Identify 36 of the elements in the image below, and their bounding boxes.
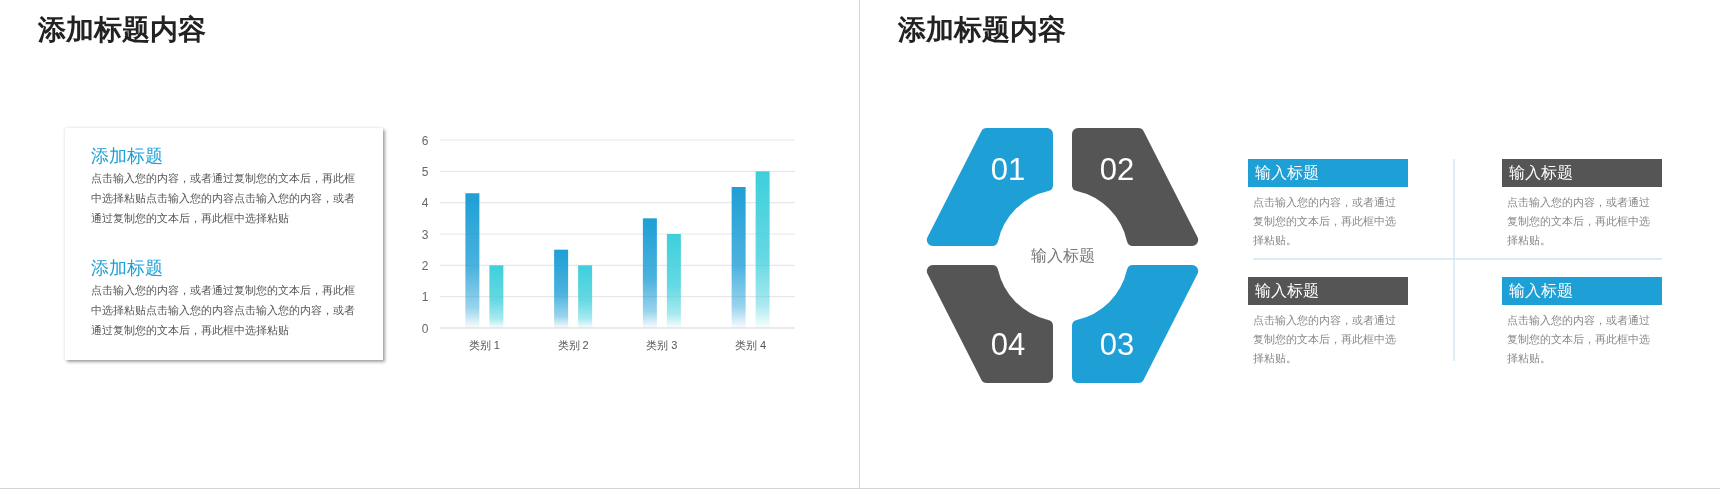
band-title: 输入标题 (1509, 163, 1573, 183)
card-text: 点击输入您的内容，或者通过复制您的文本后，再此框中选择粘贴点击输入您的内容点击输入您的内容，或者通过复制您的文本后，再此框中选择粘贴 (91, 283, 356, 338)
title-band (1502, 159, 1662, 187)
category-label: 类别 1 (468, 339, 500, 351)
title-band (1502, 277, 1662, 305)
tick-label: 3 (421, 227, 429, 242)
slide-panel (0, 0, 860, 489)
band-title: 输入标题 (1255, 163, 1319, 183)
card-heading: 添加标题 (91, 257, 163, 280)
band-title: 输入标题 (1255, 281, 1319, 301)
step-number: 02 (1099, 154, 1135, 186)
slide-title: 添加标题内容 (898, 14, 1066, 46)
card-heading: 添加标题 (91, 145, 163, 168)
description-text: 点击输入您的内容，或者通过复制您的文本后，再此框中选择粘贴。 (1507, 195, 1651, 248)
category-label: 类别 2 (557, 339, 589, 351)
step-number: 01 (990, 154, 1026, 186)
card-text: 点击输入您的内容，或者通过复制您的文本后，再此框中选择粘贴点击输入您的内容点击输入您的内容，或者通过复制您的文本后，再此框中选择粘贴 (91, 171, 356, 226)
step-number: 04 (990, 329, 1026, 361)
tick-label: 5 (421, 164, 429, 179)
slide-title: 添加标题内容 (38, 14, 206, 46)
step-number: 03 (1099, 329, 1135, 361)
tick-label: 0 (421, 321, 429, 336)
band-title: 输入标题 (1509, 281, 1573, 301)
tick-label: 6 (421, 133, 429, 148)
category-label: 类别 3 (646, 339, 678, 351)
description-text: 点击输入您的内容，或者通过复制您的文本后，再此框中选择粘贴。 (1507, 313, 1651, 366)
description-text: 点击输入您的内容，或者通过复制您的文本后，再此框中选择粘贴。 (1253, 195, 1397, 248)
tick-label: 2 (421, 258, 429, 273)
category-label: 类别 4 (735, 339, 767, 351)
title-band (1248, 159, 1408, 187)
description-text: 点击输入您的内容，或者通过复制您的文本后，再此框中选择粘贴。 (1253, 313, 1397, 366)
center-title: 输入标题 (1030, 245, 1095, 266)
text-card (65, 128, 383, 360)
tick-label: 4 (421, 196, 429, 211)
title-band (1248, 277, 1408, 305)
tick-label: 1 (421, 290, 429, 305)
